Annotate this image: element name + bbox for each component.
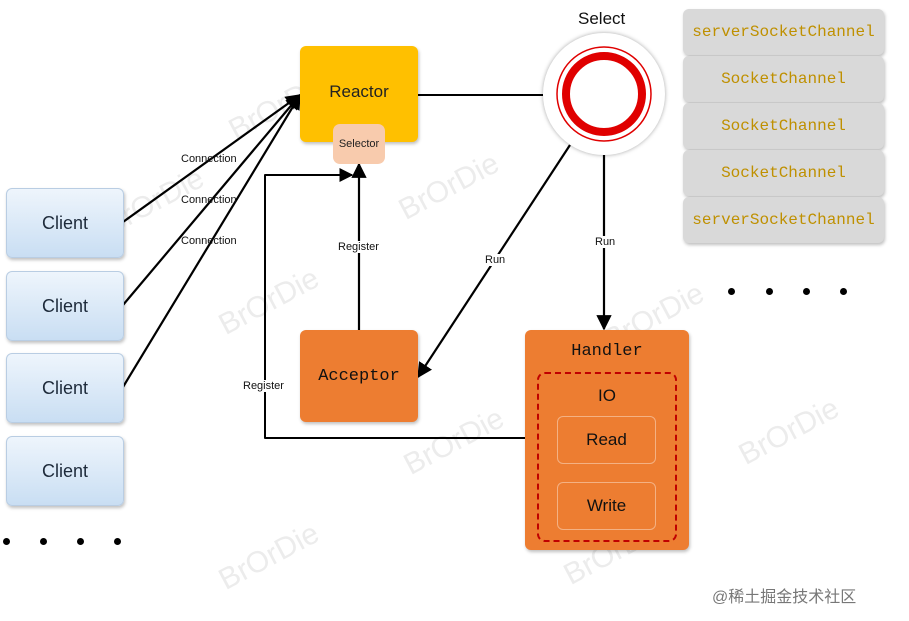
select-icon — [543, 33, 665, 155]
write-box: Write — [557, 482, 656, 530]
handler-label: Handler — [571, 342, 643, 361]
register-label: Register — [242, 380, 285, 392]
ellipsis-dot — [840, 288, 847, 295]
register-label: Register — [337, 241, 380, 253]
channel-box: serverSocketChannel — [683, 9, 884, 55]
run-label: Run — [594, 236, 617, 248]
reactor-label: Reactor — [329, 82, 389, 101]
ellipsis-dot — [114, 538, 121, 545]
acceptor-box: Acceptor — [300, 330, 418, 422]
ellipsis-dot — [3, 538, 10, 545]
client-box: Client — [6, 271, 124, 341]
connection-label: Connection — [181, 235, 237, 247]
ellipsis-dot — [77, 538, 84, 545]
channel-box: SocketChannel — [683, 56, 884, 102]
io-group: IO — [537, 372, 677, 542]
channel-box: SocketChannel — [683, 150, 884, 196]
run-label: Run — [484, 254, 507, 266]
footer-credit: @稀土掘金技术社区 — [712, 589, 857, 606]
client-box: Client — [6, 188, 124, 258]
ellipsis-dot — [803, 288, 810, 295]
channel-box: serverSocketChannel — [683, 197, 884, 243]
ellipsis-dot — [766, 288, 773, 295]
ellipsis-dot — [40, 538, 47, 545]
io-label: IO — [598, 386, 616, 405]
connection-label: Connection — [181, 194, 237, 206]
select-label: Select — [578, 9, 626, 28]
client-box: Client — [6, 353, 124, 423]
register-handler-edge — [264, 168, 525, 439]
connection-edge-1 — [122, 94, 302, 223]
connection-label: Connection — [181, 153, 237, 165]
connection-edge-3 — [122, 93, 301, 388]
ellipsis-dot — [728, 288, 735, 295]
read-box: Read — [557, 416, 656, 464]
client-box: Client — [6, 436, 124, 506]
selector-box: Selector — [333, 124, 385, 164]
channel-box: SocketChannel — [683, 103, 884, 149]
connection-edge-2 — [122, 93, 301, 306]
